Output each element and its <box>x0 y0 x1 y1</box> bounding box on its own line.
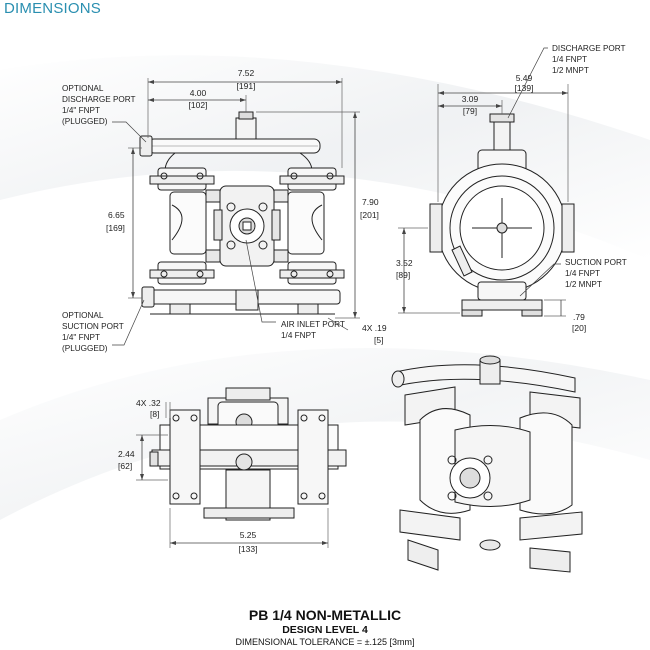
dim-4x-19-mm: [5] <box>374 335 383 345</box>
dim-2-44-mm: [62] <box>118 461 132 471</box>
callout-line: 1/2 MNPT <box>565 280 602 289</box>
dim-front-overall-width: 7.52 [191] <box>147 68 343 168</box>
dim-4x-19-label: 4X .19 <box>362 323 387 333</box>
callout-line: SUCTION PORT <box>62 322 124 331</box>
dim-6-65-mm: [169] <box>106 223 125 233</box>
callout-line: 1/4" FNPT <box>62 106 100 115</box>
dim-bottom-slots: 4X .32 [8] <box>136 398 171 419</box>
callout-line: OPTIONAL <box>62 84 104 93</box>
dim-bottom-base-width: 5.25 [133] <box>169 508 329 554</box>
front-discharge-manifold <box>139 111 321 172</box>
callout-line: 1/4 FNPT <box>552 55 587 64</box>
dim-7-52-mm: [191] <box>237 81 256 91</box>
isometric-view <box>391 355 583 573</box>
callout-line: OPTIONAL <box>62 311 104 320</box>
callout-line: DISCHARGE PORT <box>62 95 136 104</box>
dim-side-base-height: .79 [20] <box>544 299 586 333</box>
callout-line: AIR INLET PORT <box>281 320 345 329</box>
front-center-block <box>213 185 281 267</box>
page-header: DIMENSIONS <box>4 0 102 17</box>
side-view: 5.49 [139] 3.09 [79] 3.52 [89] .79 [20] <box>396 44 627 333</box>
dim-4x-32-mm: [8] <box>150 409 159 419</box>
callout-optional-discharge: OPTIONAL DISCHARGE PORT 1/4" FNPT (PLUGG… <box>62 84 147 143</box>
callout-side-discharge: DISCHARGE PORT 1/4 FNPT 1/2 MNPT <box>507 44 626 119</box>
design-level: DESIGN LEVEL 4 <box>282 624 368 636</box>
dim-6-65-label: 6.65 <box>108 210 125 220</box>
front-view: 7.52 [191] 4.00 [102] 7.90 [201] 6.65 <box>62 68 387 353</box>
callout-line: DISCHARGE PORT <box>552 44 626 53</box>
callout-line: (PLUGGED) <box>62 117 108 126</box>
dim-front-center-offset: 4.00 [102] <box>148 88 247 112</box>
bottom-view: 4X .32 [8] 2.44 [62] 5.25 [133] <box>118 387 347 554</box>
callout-line: 1/4 FNPT <box>565 269 600 278</box>
callout-line: 1/4 FNPT <box>281 331 316 340</box>
dim-5-49-label: 5.49 <box>516 73 533 83</box>
dim-side-suction-height: 3.52 [89] <box>396 227 460 314</box>
dim-7-90-mm: [201] <box>360 210 379 220</box>
dim-3-52-mm: [89] <box>396 270 410 280</box>
dim-bottom-slot-spacing: 2.44 [62] <box>118 434 168 481</box>
front-right-chamber <box>273 167 345 285</box>
dim-side-overall-depth: 5.49 [139] <box>437 73 569 202</box>
dim-0-79-mm: [20] <box>572 323 586 333</box>
callout-side-suction: SUCTION PORT 1/4 FNPT 1/2 MNPT <box>519 258 627 297</box>
callout-line: 1/4" FNPT <box>62 333 100 342</box>
callout-air-inlet: AIR INLET PORT 1/4 FNPT <box>245 239 345 340</box>
dim-front-port-spacing: 6.65 [169] <box>106 147 142 299</box>
dim-5-49-mm: [139] <box>515 83 534 93</box>
dim-0-79-label: .79 <box>573 312 585 322</box>
dim-4-00-mm: [102] <box>189 100 208 110</box>
dim-5-25-label: 5.25 <box>240 530 257 540</box>
model-title: PB 1/4 NON-METALLIC <box>248 607 402 623</box>
dim-2-44-label: 2.44 <box>118 449 135 459</box>
callout-optional-suction: OPTIONAL SUCTION PORT 1/4" FNPT (PLUGGED… <box>62 299 145 353</box>
dim-7-90-label: 7.90 <box>362 197 379 207</box>
callout-line: SUCTION PORT <box>565 258 627 267</box>
dim-7-52-label: 7.52 <box>238 68 255 78</box>
dim-5-25-mm: [133] <box>239 544 258 554</box>
dim-4-00-label: 4.00 <box>190 88 207 98</box>
dim-front-mount-holes: 4X .19 [5] <box>327 317 387 345</box>
callout-line: (PLUGGED) <box>62 344 108 353</box>
tolerance-note: DIMENSIONAL TOLERANCE = ±.125 [3mm] <box>235 637 415 647</box>
front-suction-manifold <box>141 286 341 315</box>
dim-3-52-label: 3.52 <box>396 258 413 268</box>
front-left-chamber <box>149 167 221 285</box>
dim-3-09-label: 3.09 <box>462 94 479 104</box>
dim-side-discharge-offset: 3.09 [79] <box>438 94 503 116</box>
dim-4x-32-label: 4X .32 <box>136 398 161 408</box>
dim-3-09-mm: [79] <box>463 106 477 116</box>
callout-line: 1/2 MNPT <box>552 66 589 75</box>
dim-front-overall-height: 7.90 [201] <box>256 111 379 319</box>
